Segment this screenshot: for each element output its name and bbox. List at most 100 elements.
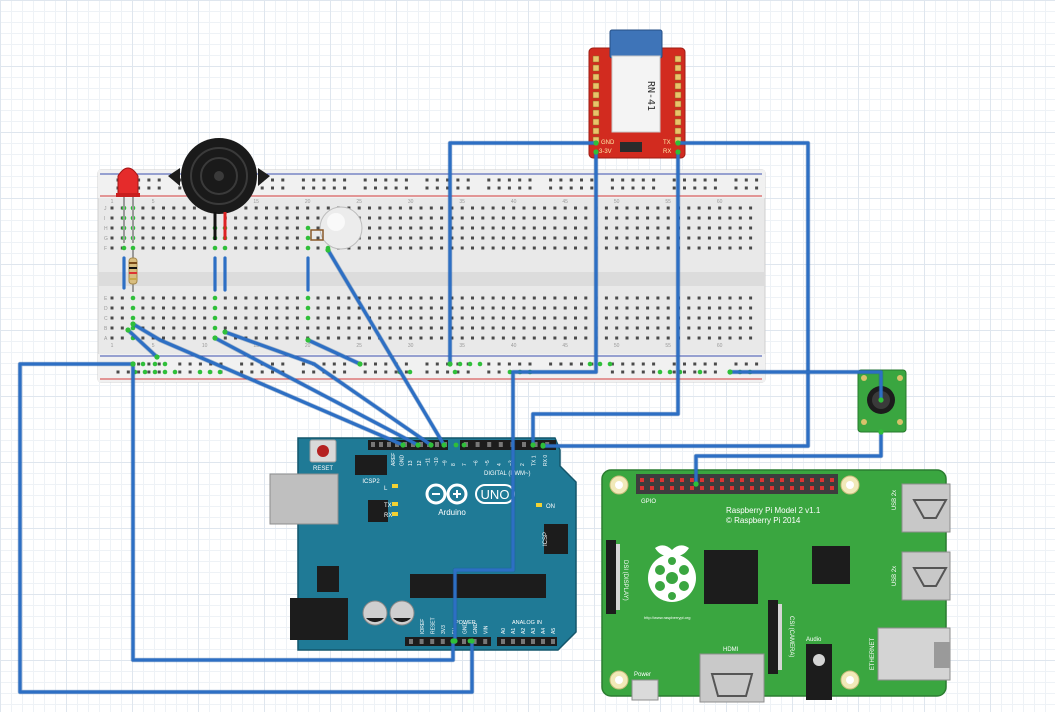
rpi-power-label: Power — [634, 672, 651, 678]
arduino-pin-label: A1 — [511, 628, 517, 634]
wire[interactable] — [126, 328, 159, 359]
arduino-pin-label: 2 — [520, 463, 526, 466]
wire-end — [154, 354, 160, 360]
breadboard-column-numbers: 1155101015152020252530303535404045455050… — [104, 199, 723, 349]
resistor[interactable] — [128, 250, 138, 292]
arduino-logo: UNO Arduino — [425, 483, 515, 517]
column-number: 30 — [408, 343, 414, 349]
icsp-label: ICSP — [543, 532, 549, 546]
column-number: 55 — [665, 199, 671, 205]
column-number: 5 — [152, 199, 155, 205]
l-led — [392, 484, 398, 488]
atmega16u2-chip — [368, 500, 388, 522]
wire[interactable] — [18, 362, 474, 694]
arduino-pin-label: ~10 — [434, 457, 440, 466]
atmega328-chip — [410, 574, 546, 598]
wire[interactable] — [728, 370, 883, 402]
row-letter: B — [104, 326, 108, 332]
wire-end — [727, 369, 733, 375]
on-led — [536, 503, 542, 507]
wire-end — [441, 442, 447, 448]
wire-end — [125, 327, 131, 333]
piezo-buzzer[interactable] — [168, 138, 270, 240]
arduino-brand-label: Arduino — [438, 508, 466, 517]
electret-microphone[interactable] — [310, 206, 363, 250]
wire-end — [428, 442, 434, 448]
rx-led — [392, 512, 398, 516]
arduino-pin-label: RESET — [431, 617, 437, 634]
arduino-pin-label: ~9 — [443, 460, 449, 466]
wire-end — [325, 247, 331, 253]
arduino-pin-label: GND — [400, 455, 406, 467]
arduino-pin-label: IOREF — [420, 619, 426, 634]
usb-port-2[interactable] — [901, 551, 951, 601]
column-number: 50 — [614, 343, 620, 349]
column-number: 10 — [202, 343, 208, 349]
row-letter: A — [104, 336, 108, 342]
wire-end — [130, 321, 136, 327]
row-letter: C — [104, 316, 108, 322]
rpi-copyright-label: © Raspberry Pi 2014 — [726, 516, 801, 525]
arduino-pin-label: A0 — [501, 628, 507, 634]
raspberry-logo: http://www.raspberrypi.org — [644, 545, 696, 620]
wire-end — [305, 337, 311, 343]
wire-end — [540, 443, 546, 449]
wire[interactable] — [223, 330, 433, 447]
rx-label: RX — [384, 513, 392, 519]
wire[interactable] — [448, 141, 598, 366]
bluetooth-antenna — [609, 29, 663, 59]
row-letter: D — [104, 306, 108, 312]
column-number: 5 — [152, 343, 155, 349]
raspberry-pi: GPIO Raspberry Pi Model 2 v1.1 © Raspber… — [601, 469, 951, 703]
arduino-pin-label: A4 — [541, 628, 547, 634]
wire[interactable] — [326, 248, 446, 447]
column-number: 25 — [356, 199, 362, 205]
red-led[interactable] — [116, 167, 140, 243]
bluetooth-module: RN-41 GND 3-3V TX RX — [588, 29, 686, 159]
wire[interactable] — [541, 141, 810, 448]
column-number: 40 — [511, 199, 517, 205]
voltage-regulator — [317, 566, 339, 592]
soc-chip — [704, 550, 758, 604]
bluetooth-switch — [620, 142, 642, 152]
arduino-pin-label: GND — [473, 623, 479, 635]
dsi-connector — [606, 540, 616, 614]
gpio-pins — [640, 478, 834, 490]
lan-chip — [812, 546, 850, 584]
tx-led — [392, 502, 398, 506]
row-letter: G — [104, 236, 108, 242]
power-port[interactable] — [631, 679, 659, 701]
wire[interactable] — [131, 322, 405, 447]
wire-end — [357, 361, 363, 367]
wire[interactable] — [453, 150, 598, 643]
audio-jack[interactable] — [806, 644, 832, 700]
wire[interactable] — [531, 150, 680, 447]
column-number: 20 — [305, 343, 311, 349]
arduino-pin-label: 8 — [451, 463, 457, 466]
wire[interactable] — [694, 430, 883, 486]
usb-port-1[interactable] — [901, 483, 951, 533]
wire-end — [447, 361, 453, 367]
power-header — [405, 637, 491, 646]
l-label: L — [384, 486, 388, 492]
dsi-label: DSI (DISPLAY) — [622, 560, 628, 601]
icsp2-header — [355, 455, 387, 475]
column-number: 55 — [665, 343, 671, 349]
column-number: 35 — [459, 199, 465, 205]
arduino-pin-label: RX 0 — [543, 455, 549, 466]
wire[interactable] — [131, 362, 455, 662]
arduino-pin-label: ~11 — [425, 458, 431, 466]
arduino-pin-label: A5 — [551, 628, 557, 634]
wire[interactable] — [213, 336, 420, 447]
usb-b-port — [269, 473, 339, 525]
wire-end — [212, 335, 218, 341]
arduino-pin-label: 7 — [462, 463, 468, 466]
column-number: 30 — [408, 199, 414, 205]
tx-label: TX — [384, 503, 392, 509]
arduino-pin-label: 3V3 — [441, 625, 447, 634]
digital-label: DIGITAL (PWM~) — [484, 471, 531, 477]
wire[interactable] — [306, 338, 362, 366]
bt-3v3-label: 3-3V — [599, 149, 612, 155]
hdmi-port[interactable] — [699, 653, 765, 703]
column-number: 45 — [562, 343, 568, 349]
